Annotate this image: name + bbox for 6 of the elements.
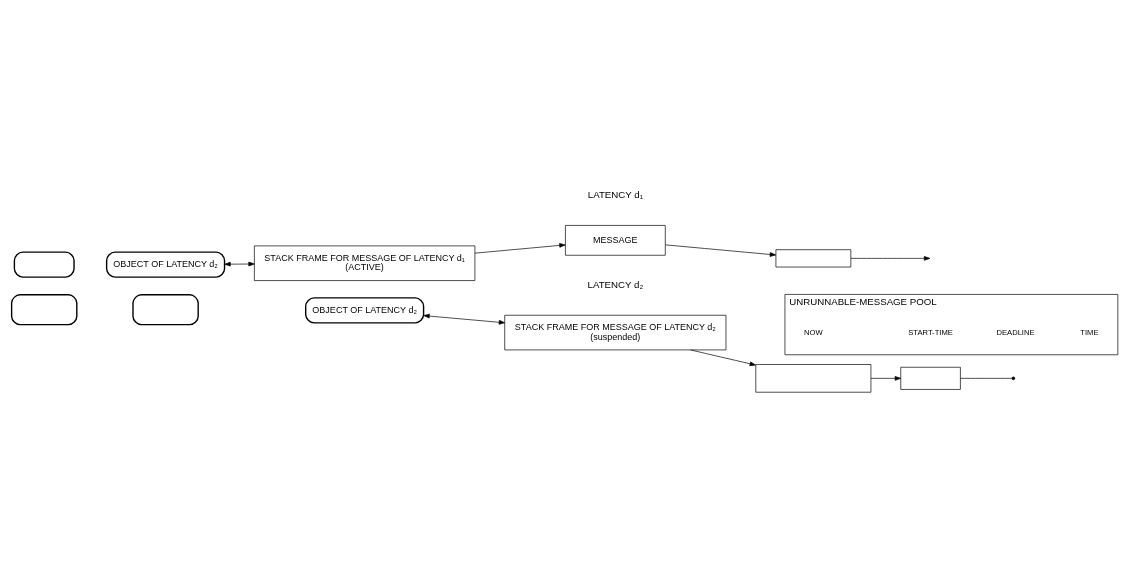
label: DEADLINE [996,327,1035,337]
label: LATENCY d₂ [587,278,644,290]
label: NOW [804,327,823,337]
label: TIME [1080,327,1099,337]
label: START-TIME [908,327,953,337]
label: LATENCY d₁ [587,188,643,200]
